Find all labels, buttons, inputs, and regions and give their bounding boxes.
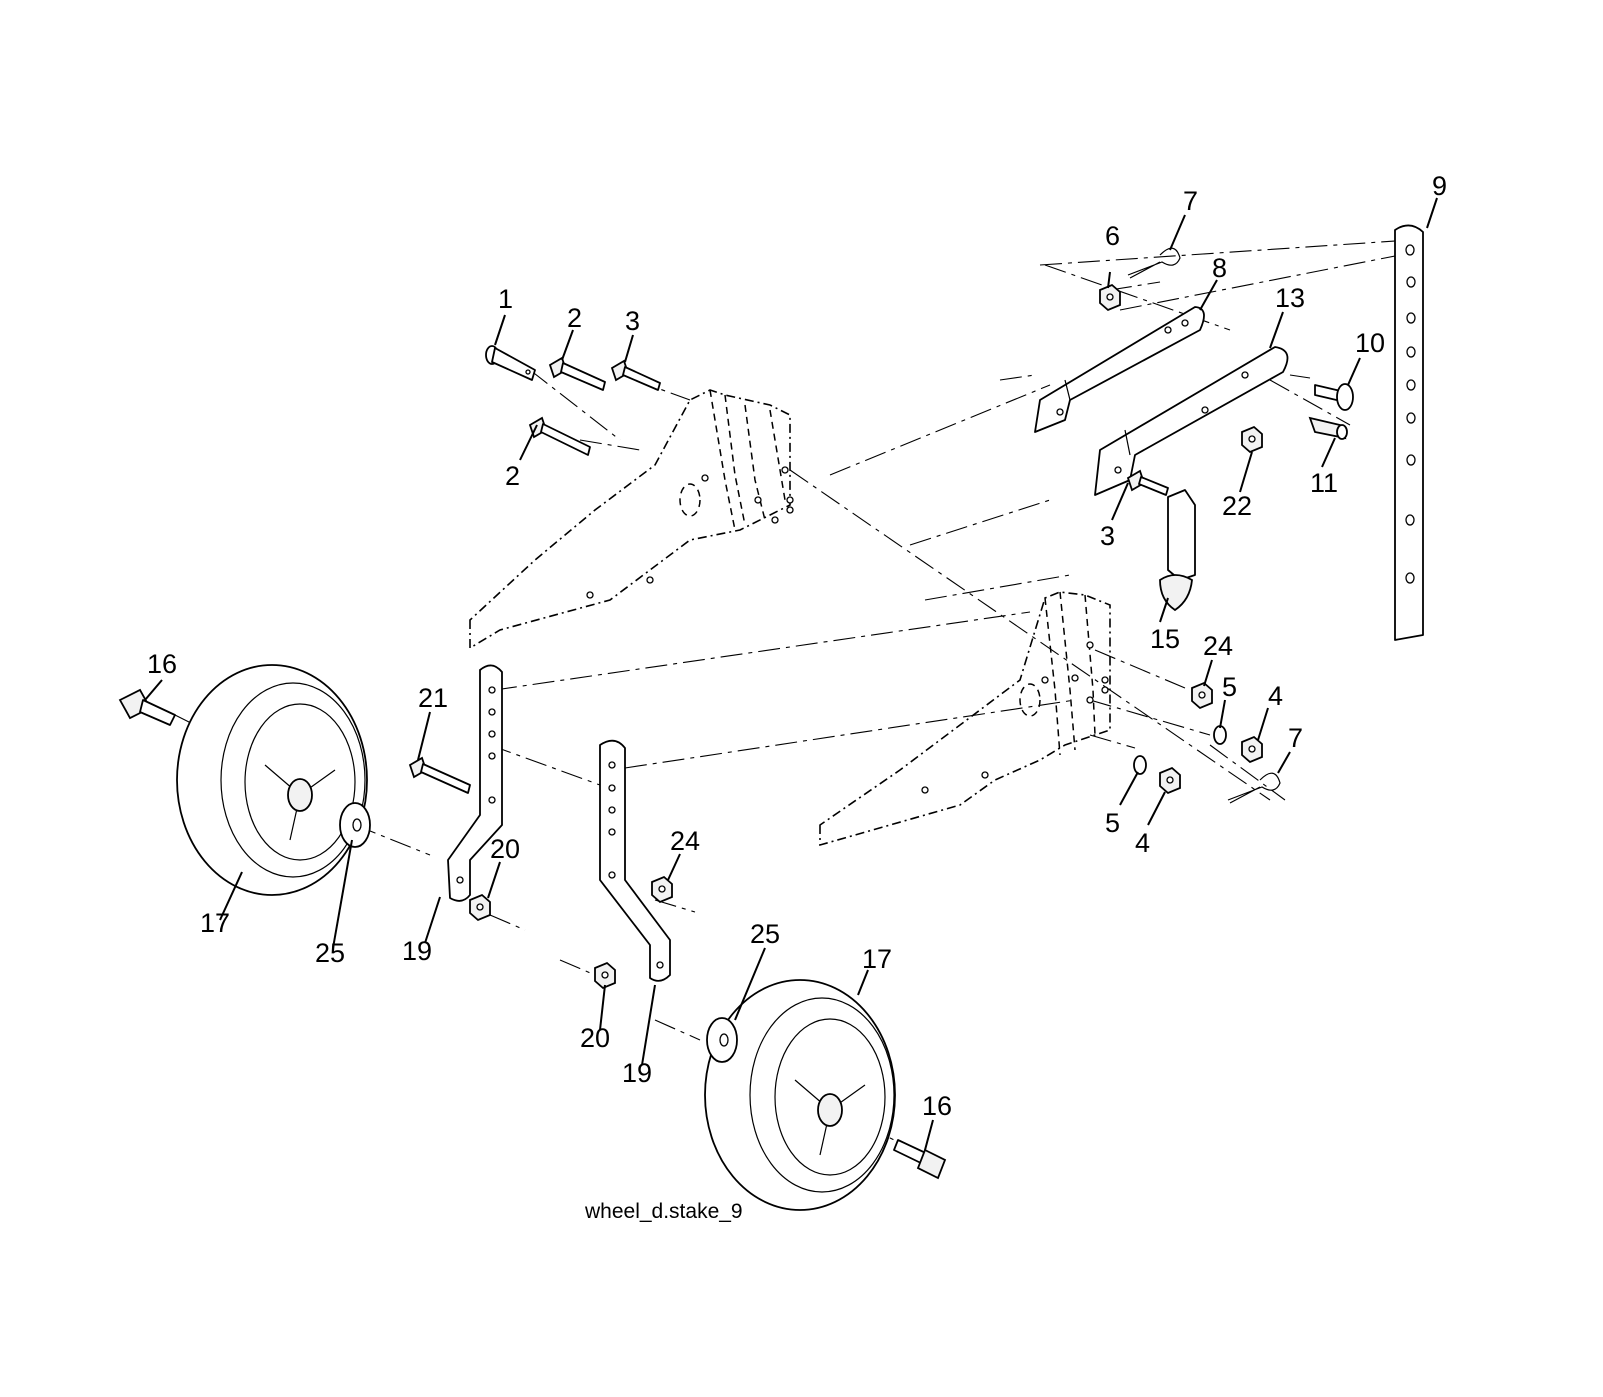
nut-4-lower xyxy=(1159,766,1181,795)
callout-5-lower: 5 xyxy=(1105,808,1120,838)
callout-3-upper: 3 xyxy=(625,306,640,336)
callout-19-right: 19 xyxy=(622,1058,652,1088)
callout-6: 6 xyxy=(1105,221,1120,251)
stake-bracket-8 xyxy=(1034,306,1205,433)
callout-7-upper: 7 xyxy=(1183,186,1198,216)
callout-24-upper: 24 xyxy=(1203,631,1233,661)
callout-15: 15 xyxy=(1150,624,1180,654)
callout-4-lower: 4 xyxy=(1135,828,1150,858)
hairpin-clip-7-upper xyxy=(1127,247,1181,279)
nut-20-right xyxy=(594,961,616,990)
callout-11: 11 xyxy=(1310,468,1338,498)
callout-21: 21 xyxy=(418,683,448,713)
lockwasher-5-lower xyxy=(1133,755,1147,775)
stake-bracket-13 xyxy=(1094,346,1289,496)
callout-17-left: 17 xyxy=(200,908,230,938)
callout-19-left: 19 xyxy=(402,936,432,966)
callout-labels: 1 2 2 3 3 4 4 5 5 6 7 7 8 9 10 11 13 15 … xyxy=(147,171,1447,1121)
washer-25-right xyxy=(706,1017,738,1063)
callout-leaders xyxy=(144,197,1438,1151)
locknut-24-lower xyxy=(651,875,673,904)
washer-25-left xyxy=(339,802,371,848)
callout-25-right: 25 xyxy=(750,919,780,949)
nut-20-left xyxy=(469,893,491,922)
wheel-bracket-19-left xyxy=(447,664,503,902)
bolt-3-lower xyxy=(1126,469,1169,496)
callout-2-upper: 2 xyxy=(567,303,582,333)
callout-1: 1 xyxy=(498,284,513,314)
callout-13: 13 xyxy=(1275,283,1305,313)
callout-22: 22 xyxy=(1222,491,1252,521)
hairpin-clip-7-lower xyxy=(1227,772,1281,804)
callout-20-right: 20 xyxy=(580,1023,610,1053)
bolt-2-lower xyxy=(528,416,591,456)
diagram-caption: wheel_d.stake_9 xyxy=(584,1200,743,1223)
clevis-pin-1 xyxy=(485,345,536,381)
callout-8: 8 xyxy=(1212,253,1227,283)
bolt-21 xyxy=(408,756,471,794)
callout-20-left: 20 xyxy=(490,834,520,864)
shoulder-bolt-16-left xyxy=(118,688,176,726)
depth-stake xyxy=(1394,224,1424,641)
shoulder-bolt-16-right xyxy=(893,1139,947,1180)
lockwasher-5-upper xyxy=(1213,725,1227,745)
clevis-pin-10 xyxy=(1314,383,1354,411)
bolt-2-upper xyxy=(548,356,606,391)
stake-latch xyxy=(1159,489,1196,612)
depth-stake-holes xyxy=(1405,244,1416,584)
callout-9: 9 xyxy=(1432,171,1447,201)
callout-4-upper: 4 xyxy=(1268,681,1283,711)
callout-17-right: 17 xyxy=(862,944,892,974)
callout-10: 10 xyxy=(1355,328,1385,358)
nut-4-upper xyxy=(1241,735,1263,764)
callout-7-lower: 7 xyxy=(1288,723,1303,753)
locknut-24-upper xyxy=(1191,681,1213,710)
nut-6 xyxy=(1099,283,1121,312)
tiller-frame-right-ghost xyxy=(819,591,1111,847)
callout-3-lower: 3 xyxy=(1100,521,1115,551)
wheel-bracket-19-right xyxy=(599,739,671,982)
screw-11 xyxy=(1308,416,1348,440)
nut-22 xyxy=(1241,425,1263,454)
bolt-3-upper xyxy=(610,359,661,391)
wheel-17-right xyxy=(704,979,896,1211)
callout-16-left: 16 xyxy=(147,649,177,679)
callout-24-lower: 24 xyxy=(670,826,700,856)
wheel-17-left xyxy=(176,664,368,896)
callout-25-left: 25 xyxy=(315,938,345,968)
callout-16-right: 16 xyxy=(922,1091,952,1121)
callout-5-upper: 5 xyxy=(1222,672,1237,702)
tiller-frame-left-ghost xyxy=(469,389,794,650)
callout-2-lower: 2 xyxy=(505,461,520,491)
